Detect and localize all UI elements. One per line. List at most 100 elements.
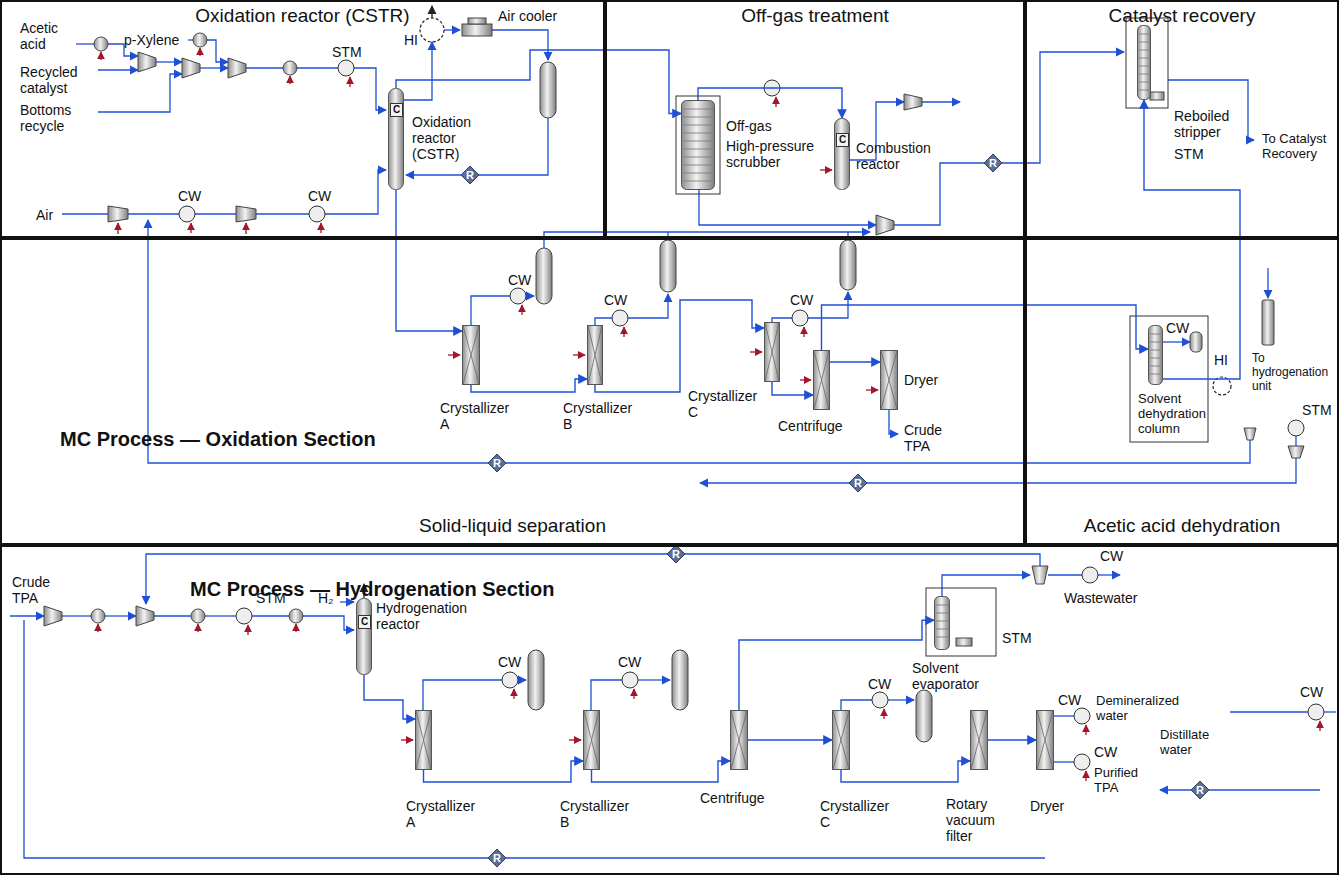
unit-box: Crystallizer A xyxy=(462,325,480,385)
stream-connector xyxy=(739,620,934,710)
stream-label: STM xyxy=(1002,630,1032,646)
equipment-label: Dryer xyxy=(1030,798,1080,814)
drawing-part xyxy=(772,318,792,322)
stream-label: CW xyxy=(618,654,641,670)
drawing-part xyxy=(672,650,688,710)
section-band: Catalyst recoveryReboiled stripper xyxy=(1025,0,1339,238)
drawing-part xyxy=(518,679,526,680)
drawing-part xyxy=(800,379,811,380)
recycle-marker: R xyxy=(986,155,1000,171)
drawing-part xyxy=(731,711,748,770)
pumps-and-mixers xyxy=(44,18,1304,742)
section-band: Acetic acid dehydrationSolvent dehydrati… xyxy=(1025,238,1339,545)
drawing-part xyxy=(10,615,44,616)
drawing-part xyxy=(683,165,713,166)
drawing-part xyxy=(415,710,432,770)
drawing-part xyxy=(971,711,987,769)
drawing-part xyxy=(588,326,602,384)
unit-box: Dryer xyxy=(880,350,898,410)
stream-connector xyxy=(396,190,462,331)
drawing-part xyxy=(584,711,600,770)
column-vessel: High-pressure scrubber xyxy=(681,100,715,190)
stream-label: To hydrogenation unit xyxy=(1252,352,1336,393)
drawing-part xyxy=(1324,711,1336,712)
drawing-part xyxy=(528,650,544,710)
drawing-part xyxy=(462,325,480,385)
drawing-part xyxy=(1150,358,1161,359)
drawing-part xyxy=(205,615,236,616)
stream-label: Purified TPA xyxy=(1094,766,1154,796)
drawing-part xyxy=(820,169,832,170)
drawing-part xyxy=(833,711,849,769)
stream-label: CW xyxy=(178,188,201,204)
drawing-part xyxy=(1150,334,1161,335)
drawing-part xyxy=(792,310,808,326)
drawing-part xyxy=(199,48,200,56)
drawing-part xyxy=(190,223,191,233)
drawing-part xyxy=(904,94,922,110)
drawing-part xyxy=(849,474,867,492)
drawing-part xyxy=(700,458,1296,483)
unit-box: Crystallizer B xyxy=(583,710,600,770)
drawing-part xyxy=(340,601,354,602)
drawing-part xyxy=(588,326,602,384)
drawing-part xyxy=(420,18,444,42)
equipment-label: Crystallizer B xyxy=(563,400,643,432)
drawing-part xyxy=(236,206,256,222)
drawing-part xyxy=(521,305,522,315)
recycle-marker: R xyxy=(669,546,683,562)
drawing-part xyxy=(681,100,715,190)
unit-frames xyxy=(676,18,1208,656)
drawing-part xyxy=(1150,342,1161,343)
drawing-part xyxy=(463,326,479,384)
drawing-part xyxy=(683,125,713,126)
drawing-part xyxy=(247,625,248,635)
drawing-part xyxy=(775,97,776,107)
drawing-part xyxy=(138,52,156,72)
drawing-part xyxy=(573,354,585,355)
stream-lines xyxy=(10,30,1336,858)
drawing-part xyxy=(76,43,94,44)
drawing-part xyxy=(188,39,193,40)
drawing-part xyxy=(765,323,779,381)
equipment-label: Rotary vacuum filter xyxy=(946,796,1010,844)
drawing-part xyxy=(1163,341,1190,342)
stream-label: Off-gas xyxy=(726,118,772,134)
drawing-part xyxy=(461,166,479,184)
drawing-part xyxy=(1267,268,1268,298)
drawing-part xyxy=(195,213,236,214)
drawing-part xyxy=(894,52,1124,225)
drawing-part xyxy=(283,61,297,75)
stream-connector xyxy=(396,50,681,114)
drawing-part xyxy=(193,33,207,47)
drawing-part xyxy=(463,326,480,385)
drawing-part xyxy=(683,117,713,118)
drawing-part xyxy=(97,624,98,632)
stream-label: Bottoms recycle xyxy=(20,102,96,134)
unit-box: Crystallizer B xyxy=(587,325,603,385)
drawing-part xyxy=(94,37,108,51)
drawing-part xyxy=(683,133,713,134)
section-title: Solid-liquid separation xyxy=(2,515,1023,537)
drawing-part xyxy=(588,326,603,385)
drawing-part xyxy=(622,672,638,688)
drawing-part xyxy=(1139,82,1149,83)
drawing-part xyxy=(1074,708,1090,724)
drawing-part xyxy=(1048,574,1082,575)
recycle-marker: R xyxy=(490,455,504,471)
drawing-part xyxy=(289,76,290,84)
stream-label: CW xyxy=(604,292,627,308)
drawing-part xyxy=(1160,789,1320,790)
drawing-part xyxy=(683,173,713,174)
drawing-part xyxy=(936,621,948,622)
drawing-part xyxy=(100,52,101,60)
unit-box: Rotary vacuum filter xyxy=(970,710,988,770)
drawing-part xyxy=(813,350,830,410)
reactor-symbol: C xyxy=(390,103,403,117)
equipment-label: Crystallizer B xyxy=(560,798,640,830)
drawing-part xyxy=(1137,25,1151,100)
stream-label: MC Process — Oxidation Section xyxy=(60,428,376,451)
stream-connector xyxy=(592,761,731,782)
drawing-part xyxy=(803,327,804,337)
equipment-label: Crystallizer A xyxy=(406,798,486,830)
